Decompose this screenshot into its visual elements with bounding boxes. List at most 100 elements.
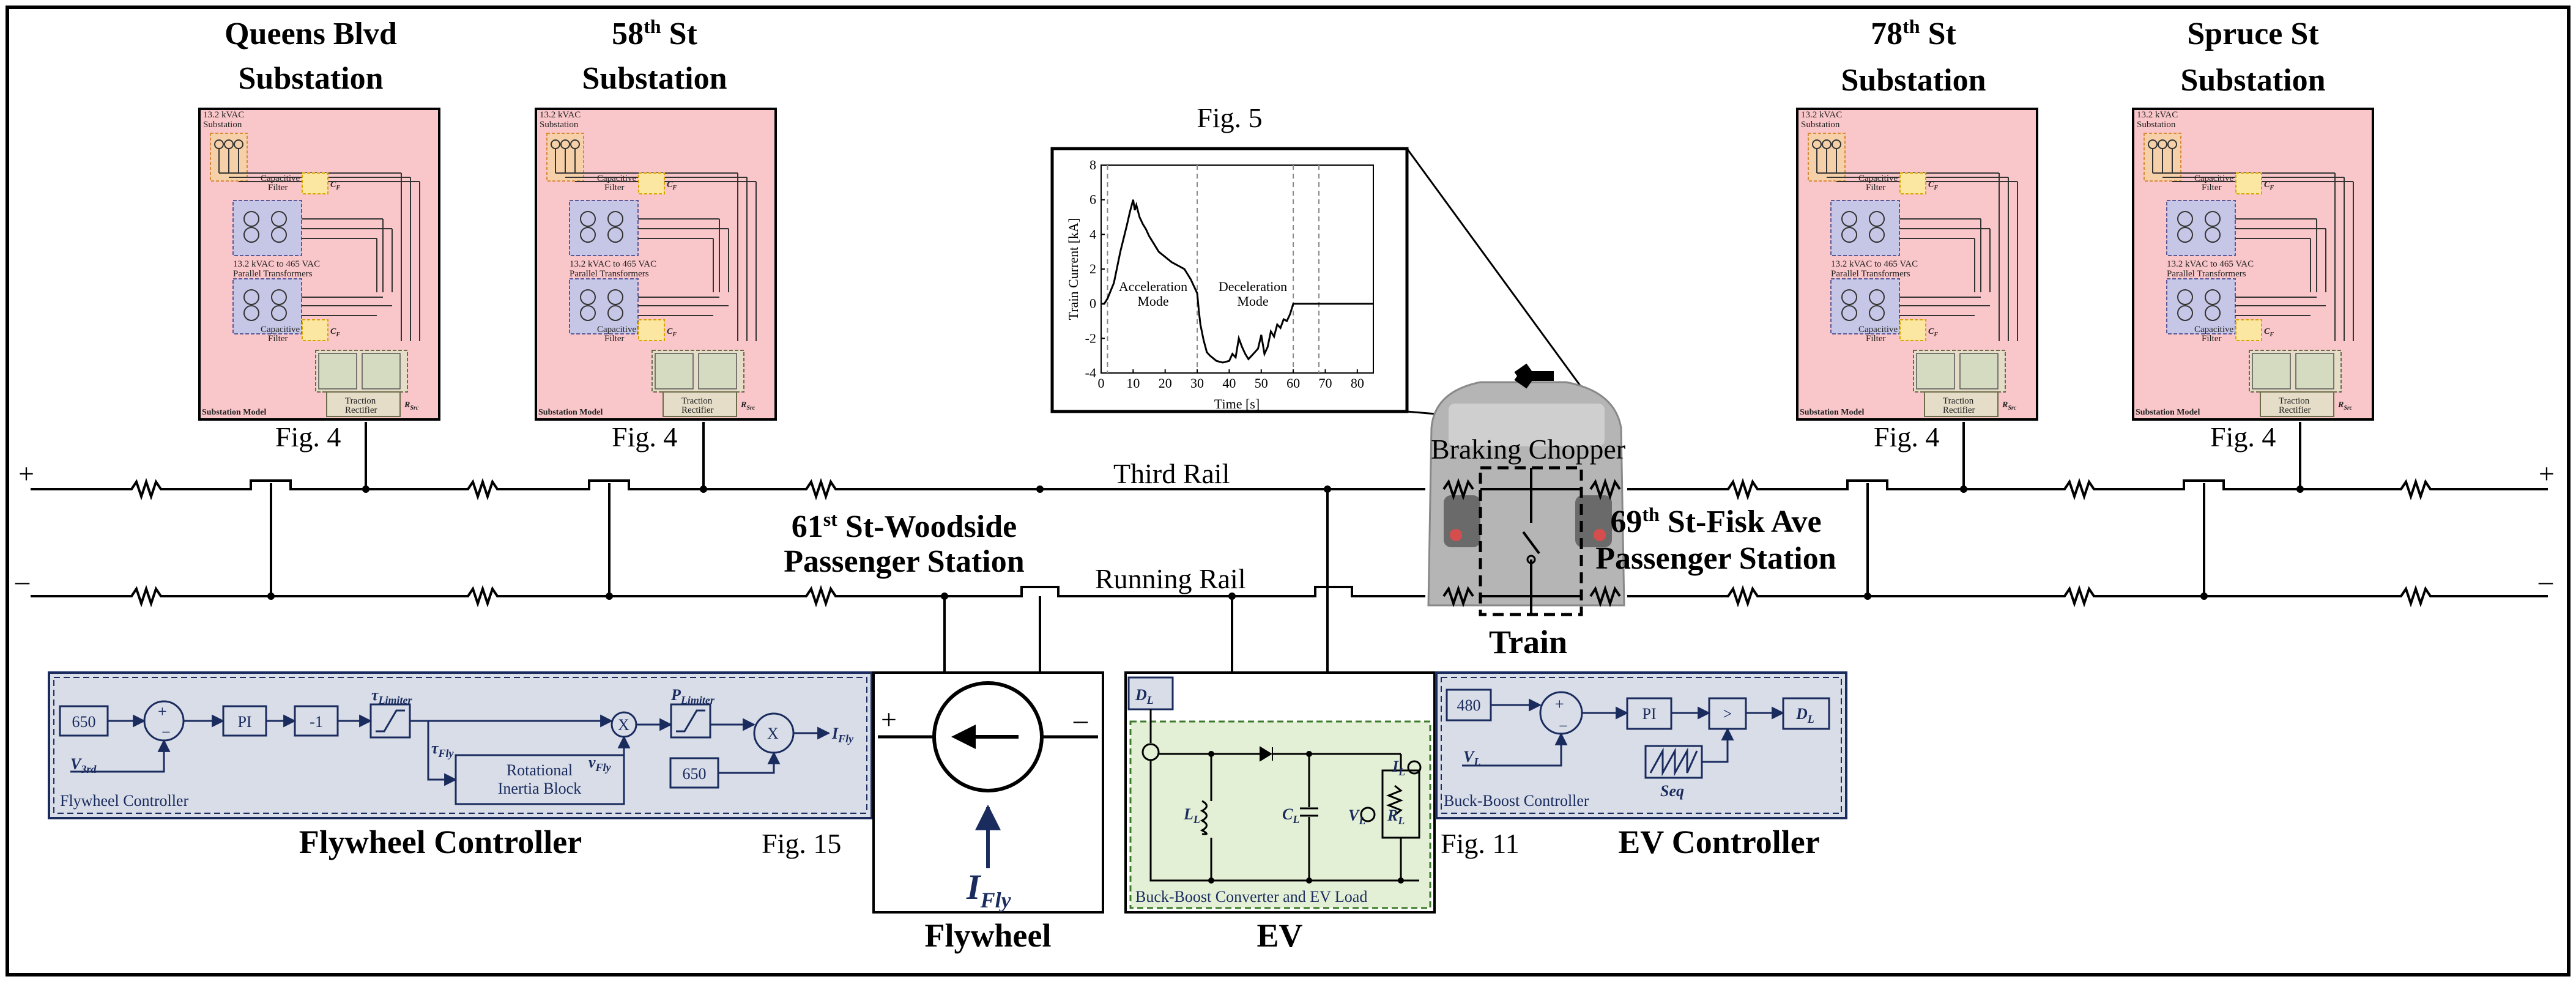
train-left-window xyxy=(1444,495,1480,547)
running-rail-minus-right: – xyxy=(2538,565,2553,596)
substation-title: 58th St xyxy=(612,15,697,51)
fig-ref: Fig. 4 xyxy=(275,421,341,452)
station-69th-line2: Passenger Station xyxy=(1595,541,1836,576)
substation-model-symbol: RSrc xyxy=(740,401,755,412)
ll-label: LL xyxy=(1183,805,1200,825)
sum-minus: − xyxy=(1559,717,1568,735)
divide-block: X xyxy=(767,725,779,742)
y-tick-label: -4 xyxy=(1085,365,1096,380)
y-tick-label: 0 xyxy=(1089,296,1096,311)
rotational-inertia-label2: Inertia Block xyxy=(498,780,581,797)
substation-model-text: Capacitive xyxy=(1858,325,1898,334)
y-tick-label: 4 xyxy=(1089,226,1096,242)
x-tick-label: 50 xyxy=(1255,375,1268,391)
train-label: Train xyxy=(1489,624,1567,660)
ifly-out-label: IFly xyxy=(831,725,854,745)
substation-model-symbol: CF xyxy=(1928,180,1938,191)
sum-plus: + xyxy=(1555,695,1564,713)
substation-model-text: Parallel Transformers xyxy=(2167,269,2246,279)
substation-spruce-st: Spruce St Substation Fig. 4 xyxy=(2132,17,2374,452)
flywheel-source xyxy=(872,596,1104,914)
substation-model-text: Rectifier xyxy=(2279,405,2311,415)
fig15-ref: Fig. 15 xyxy=(762,828,841,859)
current-arrow-icon xyxy=(951,725,976,749)
diode-icon xyxy=(1260,746,1273,762)
rl-label: RL xyxy=(1387,807,1405,827)
gain-neg1: -1 xyxy=(310,713,323,731)
pi-block: PI xyxy=(237,713,251,731)
train-windshield xyxy=(1449,404,1605,446)
chart-xlabel: Time [s] xyxy=(1214,396,1260,412)
substation-model-text: Capacitive xyxy=(1858,174,1898,183)
substation-model-text: Filter xyxy=(2202,183,2222,193)
substation-model-text: 13.2 kVAC xyxy=(1801,110,1842,120)
substation-model-symbol: RSrc xyxy=(2002,401,2017,412)
vfly-label: vFly xyxy=(588,753,612,773)
substation-model-text: Filter xyxy=(1866,183,1886,193)
flywheel-controller-panel: 650 PI -1 + − X X Rotational Inertia Blo… xyxy=(48,671,873,819)
substation-model-text: Capacitive xyxy=(2194,325,2233,334)
chart-ylabel: Train Current [kA] xyxy=(1066,218,1081,320)
dl-output-label: DL xyxy=(1795,705,1814,725)
substation-model-symbol: RSrc xyxy=(2337,401,2353,412)
direction-arrow-icon xyxy=(1514,363,1554,389)
tau-fly-label: τFly xyxy=(431,739,455,759)
substation-model-text: Substation xyxy=(2137,120,2176,130)
station-61st-woodside: 61st St-Woodside xyxy=(792,508,1017,544)
substation-model-text: Filter xyxy=(2202,334,2222,344)
substation-model-text: Filter xyxy=(268,183,288,193)
x-tick-label: 80 xyxy=(1351,375,1364,391)
substation-model-text: Filter xyxy=(604,183,625,193)
x-tick-label: 20 xyxy=(1159,375,1172,391)
third-rail-plus-right: + xyxy=(2539,458,2555,489)
substation-model-symbol: CF xyxy=(2264,327,2274,338)
substation-title-line2: Substation xyxy=(239,61,384,96)
substation-model-text: 13.2 kVAC xyxy=(540,110,581,120)
panel-label: Flywheel Controller xyxy=(60,792,188,810)
const-480: 480 xyxy=(1457,696,1481,714)
substation-title-line2: Substation xyxy=(1841,63,1986,98)
substation-model-text: 13.2 kVAC to 465 VAC xyxy=(233,259,320,269)
y-tick-label: 6 xyxy=(1089,192,1096,207)
train-graphic xyxy=(1427,363,1625,616)
vl-input-label: VL xyxy=(1463,748,1480,768)
substation-model-text: Rectifier xyxy=(345,405,377,415)
substation-model-text: Traction xyxy=(2279,396,2310,406)
running-rail-label: Running Rail xyxy=(1095,563,1246,594)
substation-model-symbol: CF xyxy=(2264,180,2274,191)
substation-model-labels: 13.2 kVACSubstationCapacitiveFilter13.2 … xyxy=(202,110,2353,417)
y-tick-label: -2 xyxy=(1085,330,1096,345)
y-tick-label: 8 xyxy=(1089,157,1096,172)
substation-model-symbol: CF xyxy=(667,180,677,191)
train-current-chart: Time [s] Train Current [kA] Acceleration… xyxy=(1066,157,1374,412)
substation-model-text: Substation xyxy=(1801,120,1840,130)
substation-model-text: Filter xyxy=(1866,334,1886,344)
braking-chopper-label: Braking Chopper xyxy=(1431,434,1625,465)
substation-model-symbol: RSrc xyxy=(404,401,419,412)
substation-title: Queens Blvd xyxy=(225,17,397,51)
x-tick-label: 10 xyxy=(1126,375,1140,391)
il-label: IL xyxy=(1392,758,1405,778)
station-69th-fisk: 69th St-Fisk Ave xyxy=(1610,503,1821,539)
flywheel-controller-title: Flywheel Controller xyxy=(299,824,582,860)
substation-model-text: Rectifier xyxy=(1943,405,1975,415)
running-rail-minus: – xyxy=(15,565,30,596)
third-rail xyxy=(31,478,2548,501)
dl-input-label: DL xyxy=(1135,686,1154,706)
train-current-line xyxy=(1101,199,1373,364)
substation-model-text: Substation Model xyxy=(2136,408,2200,417)
y-tick-label: 2 xyxy=(1089,261,1096,276)
seq-label: Seq xyxy=(1660,782,1684,800)
fig-ref: Fig. 4 xyxy=(1874,421,1939,452)
fig-ref: Fig. 4 xyxy=(2210,421,2276,452)
accel-annotation-line2: Mode xyxy=(1137,293,1168,309)
x-tick-label: 0 xyxy=(1098,375,1105,391)
substation-model-text: Capacitive xyxy=(2194,174,2233,183)
x-tick-label: 60 xyxy=(1286,375,1300,391)
substation-model-text: 13.2 kVAC to 465 VAC xyxy=(570,259,656,269)
substation-58th-st: 58th St Substation Fig. 4 xyxy=(535,15,777,452)
rotational-inertia-label: Rotational xyxy=(507,761,573,779)
ev-controller-panel: 480 + − PI > DL VL Seq Buck-Boost Contro… xyxy=(1435,671,1847,819)
substation-model-text: 13.2 kVAC to 465 VAC xyxy=(1831,259,1918,269)
ifly-label: IFly xyxy=(966,867,1012,912)
